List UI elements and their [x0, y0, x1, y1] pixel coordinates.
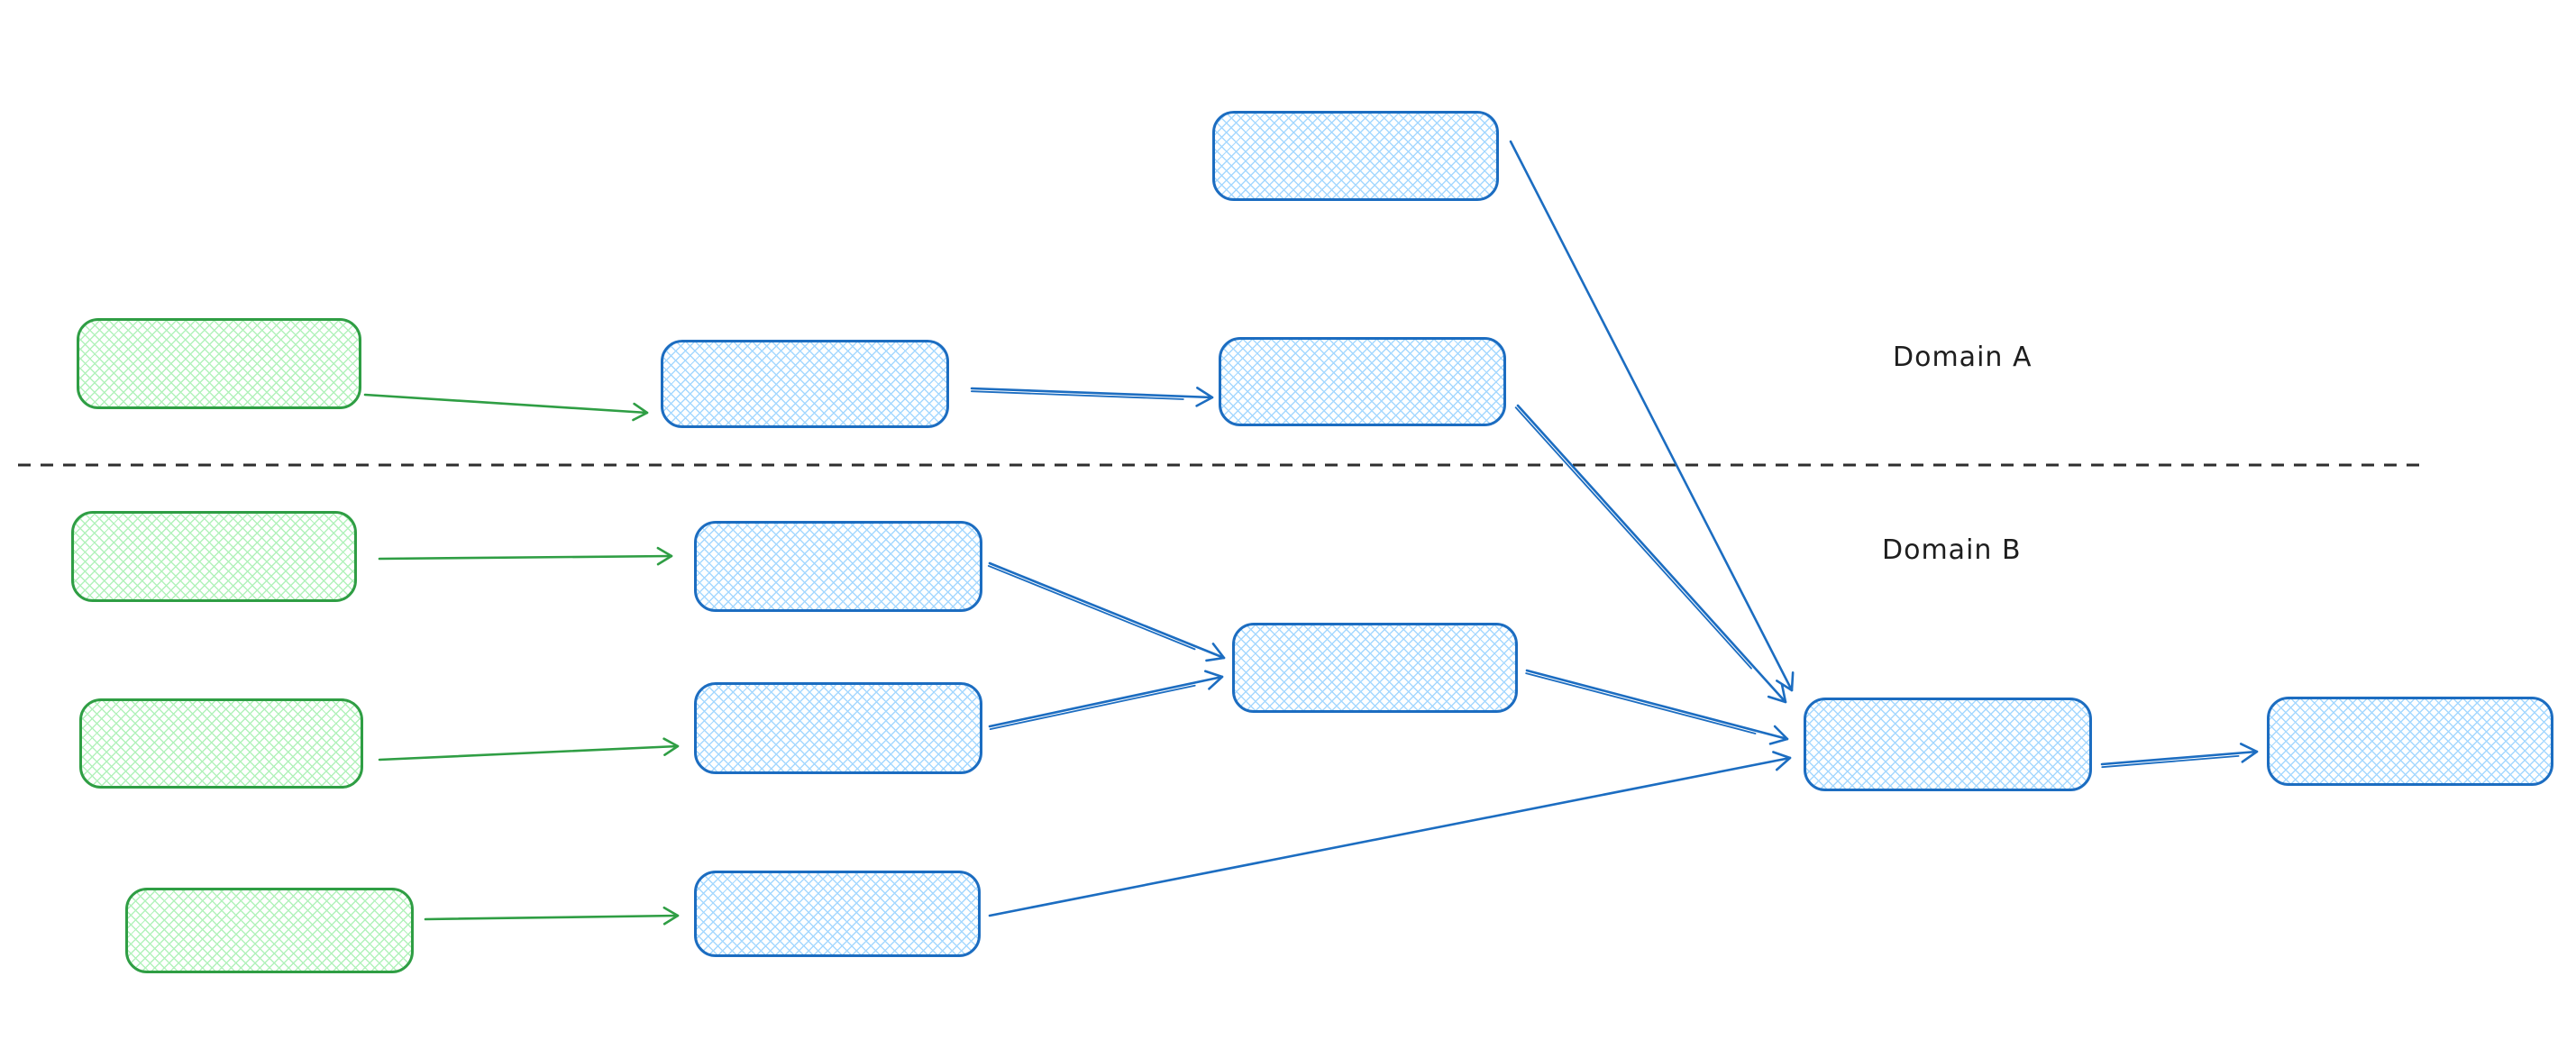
arrow-merge-to-output[interactable] — [2100, 743, 2259, 769]
arrow-green-b1-to-blue-b1[interactable] — [378, 546, 673, 566]
node-green-a[interactable] — [77, 318, 361, 409]
arrow-center-b-to-merge[interactable] — [1525, 669, 1789, 745]
node-blue-b1[interactable] — [694, 521, 982, 612]
label-domain-a[interactable]: Domain A — [1893, 342, 2032, 373]
arrow-blue-b1-to-center-b[interactable] — [987, 561, 1226, 662]
node-merge[interactable] — [1804, 698, 2092, 791]
node-blue-b3[interactable] — [694, 871, 981, 957]
node-blue-a1[interactable] — [661, 340, 949, 428]
arrow-blue-b3-to-merge[interactable] — [988, 751, 1792, 917]
node-top-source[interactable] — [1212, 111, 1499, 201]
node-output[interactable] — [2267, 697, 2553, 786]
arrow-green-a-to-blue-a1[interactable] — [363, 393, 649, 422]
arrow-top-source-to-merge[interactable] — [1509, 140, 1795, 692]
arrow-blue-b2-to-center-b[interactable] — [988, 670, 1224, 731]
node-blue-a2[interactable] — [1219, 337, 1506, 426]
arrow-green-b2-to-blue-b2[interactable] — [378, 737, 680, 762]
node-green-b1[interactable] — [71, 511, 357, 602]
arrow-blue-a1-to-blue-a2[interactable] — [970, 387, 1214, 407]
node-blue-b2[interactable] — [694, 682, 982, 774]
node-green-b2[interactable] — [79, 698, 363, 789]
node-center-b[interactable] — [1232, 623, 1518, 713]
label-domain-b[interactable]: Domain B — [1882, 534, 2022, 566]
arrow-green-b3-to-blue-b3[interactable] — [424, 906, 680, 926]
arrow-blue-a2-to-merge[interactable] — [1514, 404, 1787, 704]
node-green-b3[interactable] — [125, 888, 414, 973]
